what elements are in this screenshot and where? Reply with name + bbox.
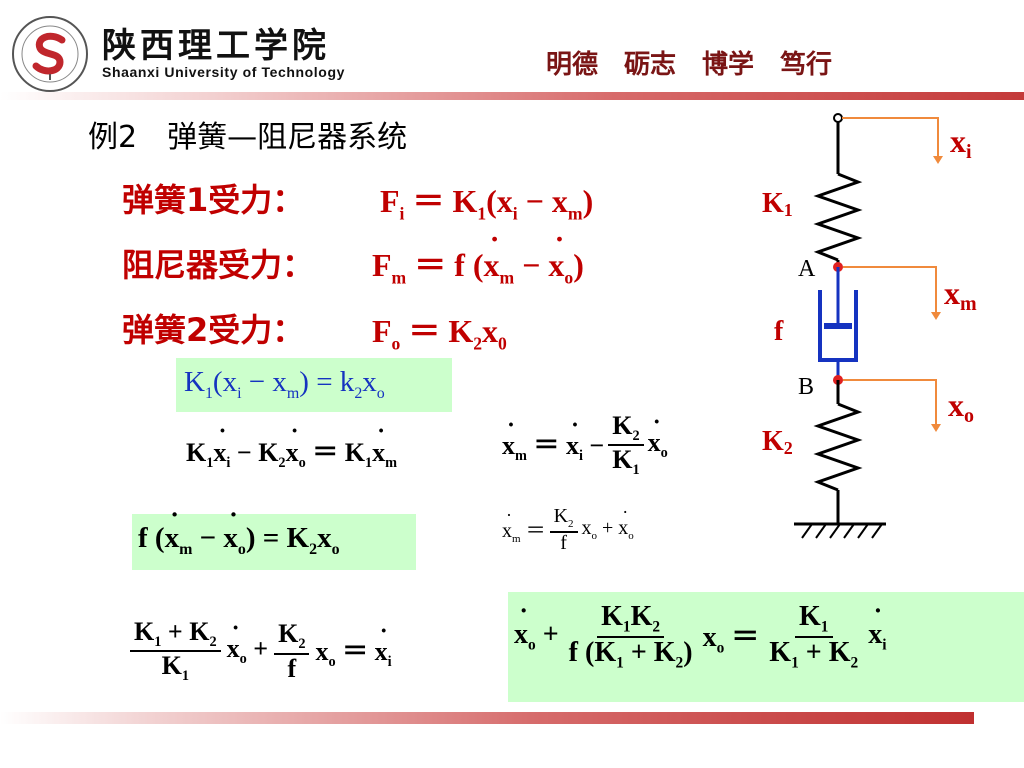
- derived-equation-1: K1xi − K2xo ＝ K1xm: [186, 424, 397, 472]
- xm-sub: m: [960, 293, 977, 315]
- k1-label: K: [762, 188, 784, 219]
- school-name-cn: 陕西理工学院: [102, 26, 330, 66]
- spring1-force-equation: Fi ＝ K1(xi − xm): [380, 183, 594, 224]
- xi-sub: i: [966, 141, 972, 163]
- svg-text:xm: xm: [944, 275, 977, 315]
- equilibrium-box: K1(xi − xm) = k2xo: [176, 358, 452, 412]
- point-b-label: B: [798, 374, 814, 400]
- svg-text:xo: xo: [948, 387, 974, 427]
- spring2-force-equation: Fo ＝ K2x0: [372, 313, 507, 354]
- footer-divider: [0, 712, 974, 724]
- svg-text:K2: K2: [762, 426, 793, 458]
- derived-equation-3: xm ＝ K2f xo + xo: [502, 506, 634, 554]
- xo-label: x: [948, 387, 964, 423]
- f-label: f: [774, 316, 784, 347]
- motto-word: 博学: [702, 50, 755, 80]
- school-motto: 明德砺志博学笃行: [546, 44, 858, 81]
- xm-label: x: [944, 275, 960, 311]
- equilibrium-equation: K1(xi − xm) = k2xo: [184, 366, 385, 402]
- page-title: 例2 弹簧—阻尼器系统: [88, 120, 408, 155]
- k1-sub: 1: [784, 200, 793, 220]
- motto-word: 笃行: [780, 50, 833, 80]
- xi-label: x: [950, 123, 966, 159]
- damper-balance-equation: f (xm − xo) = K2xo: [138, 507, 340, 559]
- svg-text:xi: xi: [950, 123, 972, 163]
- spring2-force-label: 弹簧2受力：: [122, 311, 305, 349]
- school-logo-icon: [12, 16, 88, 92]
- k2-label: K: [762, 426, 784, 457]
- point-a-label: A: [798, 256, 816, 282]
- xo-sub: o: [964, 405, 974, 427]
- damper-force-equation: Fm ＝ f (xm − xo): [372, 230, 584, 288]
- spring1-force-label: 弹簧1受力：: [122, 181, 305, 219]
- damper-equation-box: f (xm − xo) = K2xo: [132, 507, 416, 570]
- motto-word: 砺志: [624, 50, 677, 80]
- motto-word: 明德: [546, 50, 599, 80]
- header-divider: [0, 92, 1024, 100]
- damper-force-label: 阻尼器受力：: [122, 246, 315, 284]
- school-name-en: Shaanxi University of Technology: [102, 64, 345, 80]
- k2-sub: 2: [784, 438, 793, 458]
- spring-damper-diagram: xi K1 A xm f B xo K2: [762, 113, 977, 539]
- svg-text:K1: K1: [762, 188, 793, 220]
